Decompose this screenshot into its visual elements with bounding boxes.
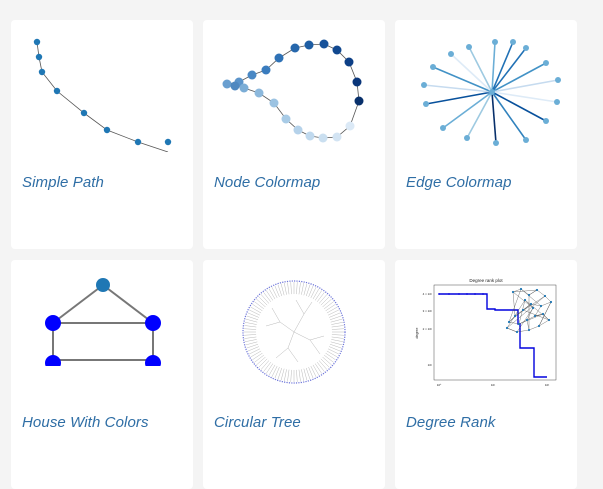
degree-rank-plot: Degree rank plot degree 4 × 10¹ 3 × 10¹ … [415, 278, 557, 387]
degree-rank-ylabel: degree [415, 328, 419, 339]
degree-rank-title: Degree rank plot [469, 278, 503, 283]
card-title[interactable]: Edge Colormap [406, 174, 512, 191]
x-tick: 10² [545, 383, 549, 387]
simple-path-plot [33, 38, 172, 152]
node-colormap-plot [222, 39, 364, 143]
house-with-colors-thumbnail[interactable] [17, 270, 187, 392]
y-tick: 10¹ [428, 363, 432, 367]
circular-tree-thumbnail[interactable] [209, 270, 379, 392]
y-tick: 2 × 10¹ [423, 327, 432, 331]
card-title[interactable]: House With Colors [22, 414, 149, 431]
edge-colormap-thumbnail[interactable] [401, 30, 571, 152]
card-title[interactable]: Degree Rank [406, 414, 496, 431]
x-tick: 10⁰ [437, 383, 442, 387]
node-colormap-thumbnail[interactable] [209, 30, 379, 152]
gallery-card-node-colormap[interactable]: Node Colormap [203, 20, 385, 249]
card-title[interactable]: Simple Path [22, 174, 104, 191]
edge-colormap-plot [421, 39, 561, 146]
gallery-card-circular-tree[interactable]: Circular Tree [203, 260, 385, 489]
gallery-card-simple-path[interactable]: Simple Path [11, 20, 193, 249]
y-tick: 4 × 10¹ [423, 292, 432, 296]
degree-rank-thumbnail[interactable]: Degree rank plot degree 4 × 10¹ 3 × 10¹ … [401, 270, 571, 392]
circular-tree-plot [242, 280, 346, 384]
card-title[interactable]: Circular Tree [214, 414, 301, 431]
house-graph-plot [17, 278, 187, 392]
gallery-card-edge-colormap[interactable]: Edge Colormap [395, 20, 577, 249]
simple-path-thumbnail[interactable] [17, 30, 187, 152]
x-tick: 10¹ [491, 383, 495, 387]
gallery-card-house-with-colors[interactable]: House With Colors [11, 260, 193, 489]
y-tick: 3 × 10¹ [423, 309, 432, 313]
card-title[interactable]: Node Colormap [214, 174, 321, 191]
gallery-card-degree-rank[interactable]: Degree rank plot degree 4 × 10¹ 3 × 10¹ … [395, 260, 577, 489]
